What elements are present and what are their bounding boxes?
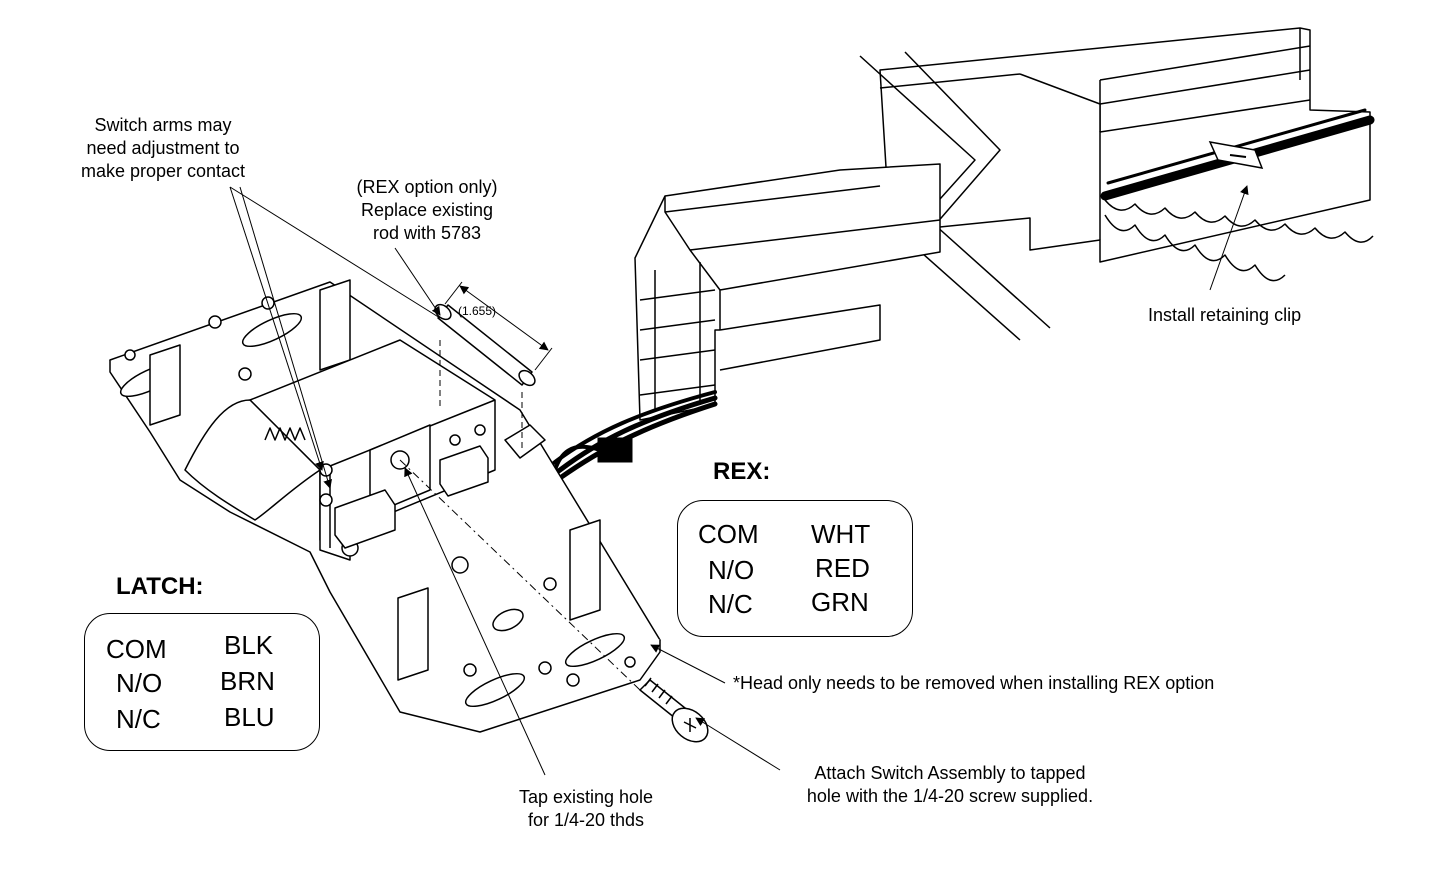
rex-terminal-nc: N/C <box>708 589 753 619</box>
leader-lines <box>229 185 1249 776</box>
rex-wire-nc: GRN <box>811 587 869 617</box>
switch-arms-note: Switch arms may need adjustment to make … <box>80 115 246 181</box>
latch-terminal-no: N/O <box>116 668 163 698</box>
latch-wire-no: BRN <box>220 666 275 696</box>
rex-terminal-no: N/O <box>708 555 755 585</box>
latch-terminal-nc: N/C <box>116 704 161 734</box>
rex-wire-table: COM WHT N/O RED N/C GRN <box>677 500 913 637</box>
attach-switch-note: Attach Switch Assembly to tapped hole wi… <box>806 763 1094 806</box>
rex-wire-no: RED <box>815 553 870 583</box>
head-removal-note: *Head only needs to be removed when inst… <box>733 673 1215 693</box>
rex-wire-com: WHT <box>811 519 871 549</box>
rex-terminal-com: COM <box>698 519 759 549</box>
latch-wire-table: COM BLK N/O BRN N/C BLU <box>84 613 320 751</box>
rex-title: REX: <box>713 458 771 485</box>
retaining-clip <box>1208 141 1264 169</box>
retaining-clip-note: Install retaining clip <box>1148 305 1302 325</box>
latch-wire-com: BLK <box>224 630 274 660</box>
header-channel <box>634 27 1374 421</box>
latch-wire-nc: BLU <box>224 702 275 732</box>
rod-dimension: (1.655) <box>458 304 497 318</box>
tap-hole-note: Tap existing hole for 1/4-20 thds <box>518 787 654 830</box>
latch-terminal-com: COM <box>106 634 167 664</box>
switch-assembly <box>109 279 709 743</box>
rex-rod-note: (REX option only) Replace existing rod w… <box>356 177 498 243</box>
latch-title: LATCH: <box>116 573 204 600</box>
